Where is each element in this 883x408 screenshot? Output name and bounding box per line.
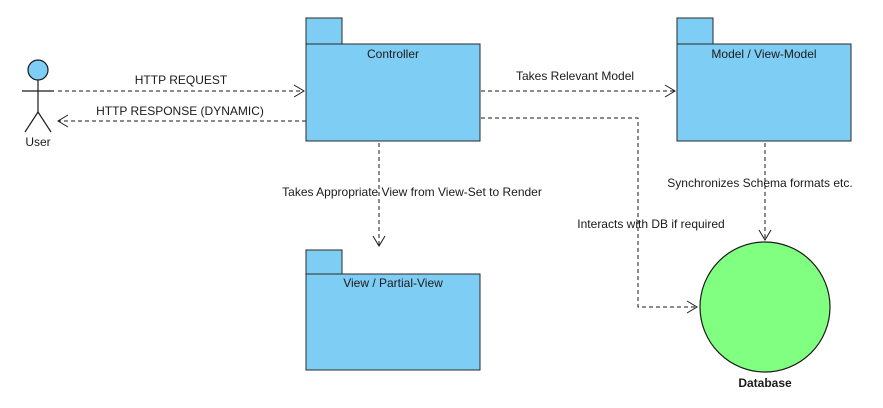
database-node[interactable]: Database (699, 241, 831, 390)
controller-package-tab (305, 17, 343, 45)
synchronizes-arrowhead-icon (758, 229, 772, 241)
model-label: Model / View-Model (711, 47, 816, 61)
interacts-db-arrowhead-icon (686, 300, 698, 314)
database-label: Database (738, 376, 792, 390)
database-circle (699, 241, 831, 373)
view-package-tab (305, 249, 343, 275)
request-arrowhead-icon (293, 84, 305, 98)
takes-model-arrowhead-icon (664, 84, 676, 98)
response-arrowhead-icon (57, 114, 69, 128)
actor-head-icon (27, 59, 49, 81)
view-label: View / Partial-View (343, 276, 443, 290)
model-package-tab (676, 17, 714, 45)
controller-label: Controller (367, 47, 419, 61)
edge-synchronizes: Synchronizes Schema formats etc. (667, 143, 853, 241)
interacts-db-line (481, 117, 697, 308)
takes-model-label: Takes Relevant Model (516, 69, 634, 83)
edge-http-request: HTTP REQUEST (58, 73, 305, 98)
actor-label: User (25, 135, 50, 149)
user-actor[interactable]: User (22, 59, 54, 149)
edge-http-response: HTTP RESPONSE (DYNAMIC) (57, 104, 306, 128)
takes-view-arrowhead-icon (372, 235, 386, 247)
controller-package-body (305, 43, 481, 142)
synchronizes-label: Synchronizes Schema formats etc. (667, 176, 852, 190)
view-package-body (305, 273, 481, 371)
actor-left-leg (24, 111, 39, 133)
edge-takes-model: Takes Relevant Model (481, 69, 676, 98)
edge-interacts-db: Interacts with DB if required (481, 117, 725, 314)
edge-takes-view: Takes Appropriate View from View-Set to … (282, 143, 542, 247)
actor-right-leg (37, 111, 52, 133)
interacts-db-label: Interacts with DB if required (577, 217, 724, 231)
request-label: HTTP REQUEST (135, 73, 228, 87)
controller-package[interactable]: Controller (305, 17, 481, 142)
response-label: HTTP RESPONSE (DYNAMIC) (96, 104, 264, 118)
view-package[interactable]: View / Partial-View (305, 249, 481, 371)
model-package-body (676, 43, 852, 142)
model-package[interactable]: Model / View-Model (676, 17, 852, 142)
takes-view-label: Takes Appropriate View from View-Set to … (282, 185, 542, 199)
